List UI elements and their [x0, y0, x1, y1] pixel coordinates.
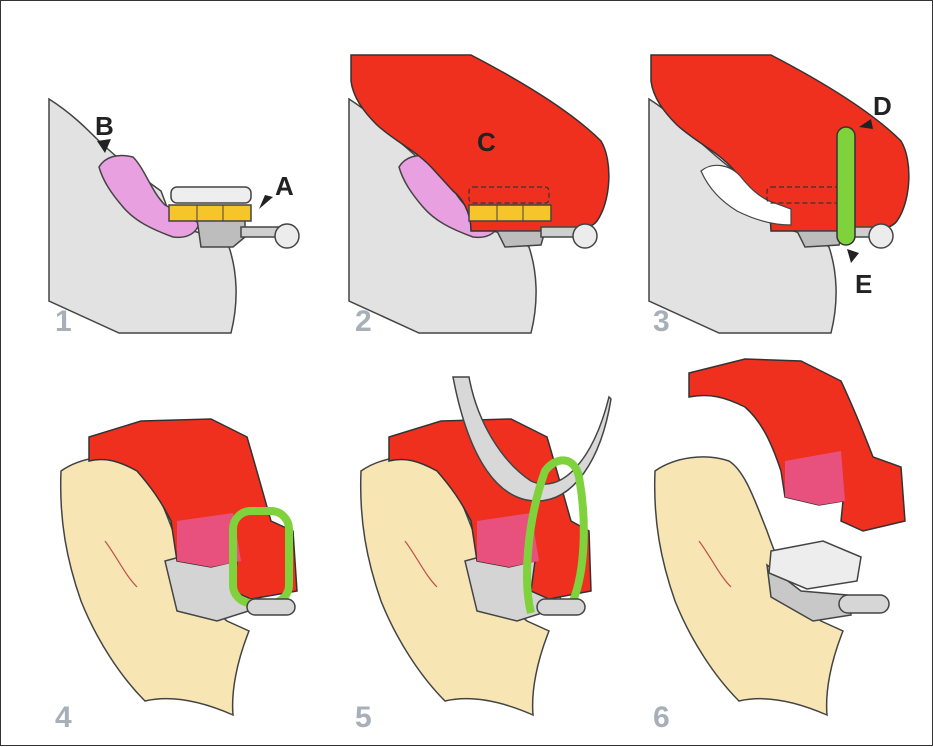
tube-arm — [247, 599, 295, 615]
arrow-e — [847, 249, 859, 263]
ligature-bar — [837, 127, 855, 245]
label-e: E — [855, 269, 872, 299]
bracket-base — [497, 231, 545, 247]
adhesive-layer — [169, 205, 251, 221]
panel-number-5: 5 — [355, 701, 372, 734]
hook-ball — [275, 224, 299, 248]
label-d: D — [873, 91, 892, 121]
panel-number-4: 4 — [55, 701, 72, 734]
tube-arm — [839, 595, 889, 613]
panel-3: D E 3 — [649, 55, 909, 338]
panel-1: A B 1 — [49, 99, 299, 338]
label-a: A — [275, 171, 294, 201]
arrow-a — [259, 195, 273, 209]
panel-number-6: 6 — [653, 701, 670, 734]
label-c: C — [477, 127, 496, 157]
panel-5: 5 — [355, 377, 611, 734]
label-b: B — [95, 111, 114, 141]
panel-number-2: 2 — [355, 305, 372, 338]
bracket-top — [171, 187, 251, 203]
hook-ball — [869, 224, 893, 248]
panel-6: 6 — [653, 359, 905, 734]
hook-ball — [573, 224, 597, 248]
panel-number-1: 1 — [55, 305, 72, 338]
adhesive-layer — [469, 205, 551, 221]
panel-number-3: 3 — [653, 305, 670, 338]
bracket-base — [797, 231, 843, 247]
panel-2: C 2 — [349, 55, 609, 338]
panel-4: 4 — [55, 419, 297, 734]
bracket-base — [197, 219, 245, 247]
tube-arm — [537, 599, 585, 615]
